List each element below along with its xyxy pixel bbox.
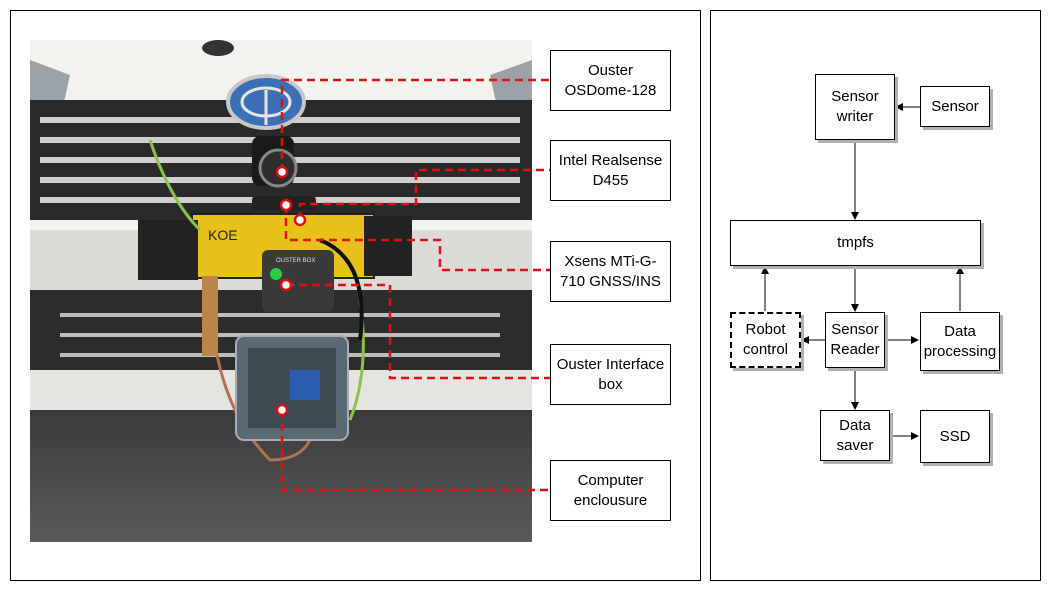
- plate-text: KOE: [208, 227, 238, 243]
- node-sensor: Sensor: [920, 86, 990, 127]
- callout-marker-computer: [275, 403, 289, 417]
- node-ssd: SSD: [920, 410, 990, 463]
- label-ouster-interface: Ouster Interface box: [550, 344, 671, 405]
- callout-xsens: [284, 205, 550, 272]
- callout-ouster-osdome: [280, 78, 550, 172]
- callout-marker-interface: [279, 278, 293, 292]
- node-sensor-reader: Sensor Reader: [825, 312, 885, 368]
- ouster-box-text: OUSTER BOX: [276, 258, 315, 264]
- callout-intel-realsense: [298, 168, 550, 220]
- node-data-saver: Data saver: [820, 410, 890, 461]
- node-tmpfs: tmpfs: [730, 220, 981, 266]
- label-intel-realsense: Intel Realsense D455: [550, 140, 671, 201]
- callout-marker-xsens: [279, 198, 293, 212]
- node-sensor-writer: Sensor writer: [815, 74, 895, 140]
- label-computer-enclosure: Computer enclousure: [550, 460, 671, 521]
- label-ouster-osdome: Ouster OSDome-128: [550, 50, 671, 111]
- callout-marker-realsense: [293, 213, 307, 227]
- node-data-processing: Data processing: [920, 312, 1000, 371]
- callout-marker-ouster: [275, 165, 289, 179]
- node-robot-control: Robot control: [730, 312, 801, 368]
- callout-computer-enclosure: [280, 410, 550, 492]
- callout-ouster-interface: [286, 283, 550, 380]
- label-xsens: Xsens MTi-G- 710 GNSS/INS: [550, 241, 671, 302]
